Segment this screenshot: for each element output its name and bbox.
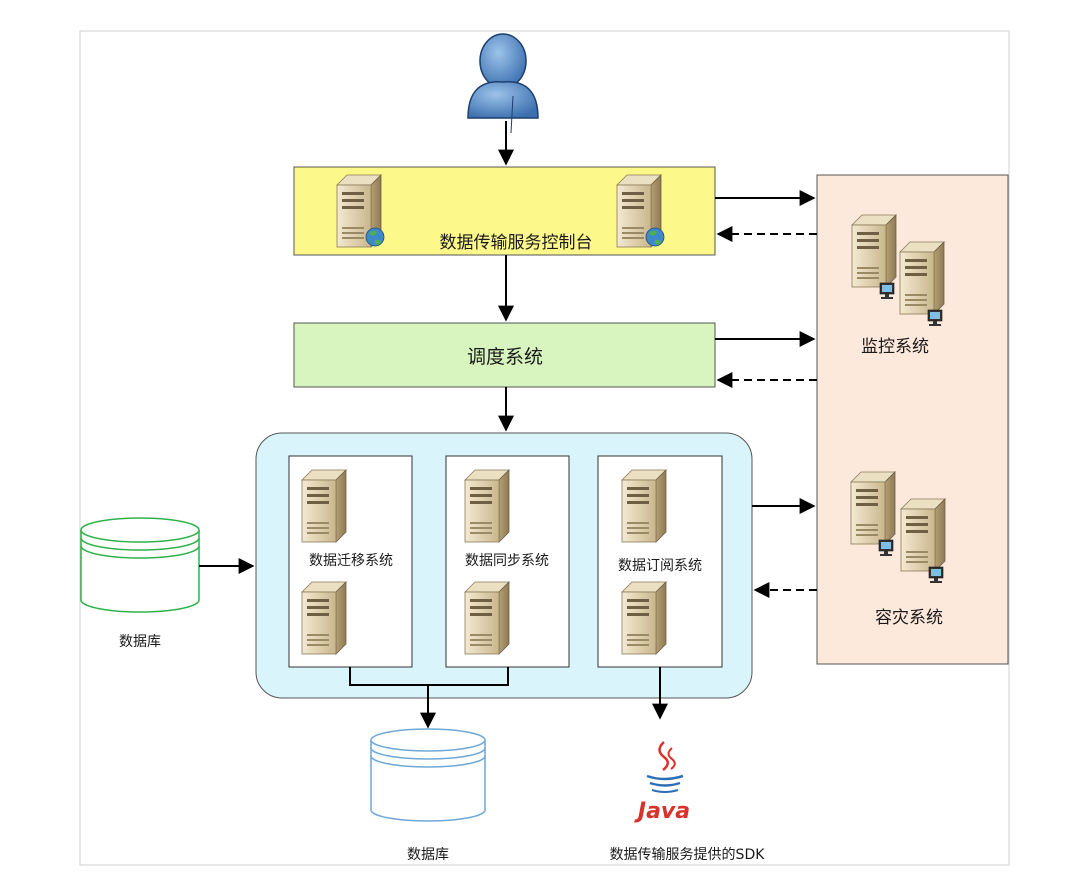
sync-system-label: 数据同步系统 — [465, 553, 549, 569]
target-database-icon — [370, 728, 486, 822]
subscription-server-top-icon — [621, 469, 667, 543]
java-logo-icon: Java — [634, 741, 690, 824]
source-database-label: 数据库 — [119, 634, 161, 650]
migration-server-bottom-icon — [301, 581, 347, 655]
scheduler-box — [293, 322, 716, 388]
subscription-server-bottom-icon — [621, 581, 667, 655]
sync-server-bottom-icon — [464, 581, 510, 655]
scheduler-label: 调度系统 — [467, 346, 543, 368]
console-server-left-icon — [336, 174, 385, 248]
sync-server-top-icon — [464, 469, 510, 543]
subscription-system-label: 数据订阅系统 — [618, 558, 702, 574]
target-database-label: 数据库 — [407, 847, 449, 863]
sdk-label: 数据传输服务提供的SDK — [610, 847, 766, 863]
migration-system-label: 数据迁移系统 — [309, 553, 393, 569]
console-server-right-icon — [616, 174, 665, 248]
java-logo-text: Java — [634, 799, 690, 824]
migration-server-top-icon — [301, 469, 347, 543]
disaster-recovery-system-label: 容灾系统 — [875, 608, 943, 628]
source-database-icon — [80, 517, 200, 613]
monitor-system-label: 监控系统 — [861, 337, 929, 357]
console-label: 数据传输服务控制台 — [440, 233, 593, 253]
user-icon — [467, 33, 539, 134]
